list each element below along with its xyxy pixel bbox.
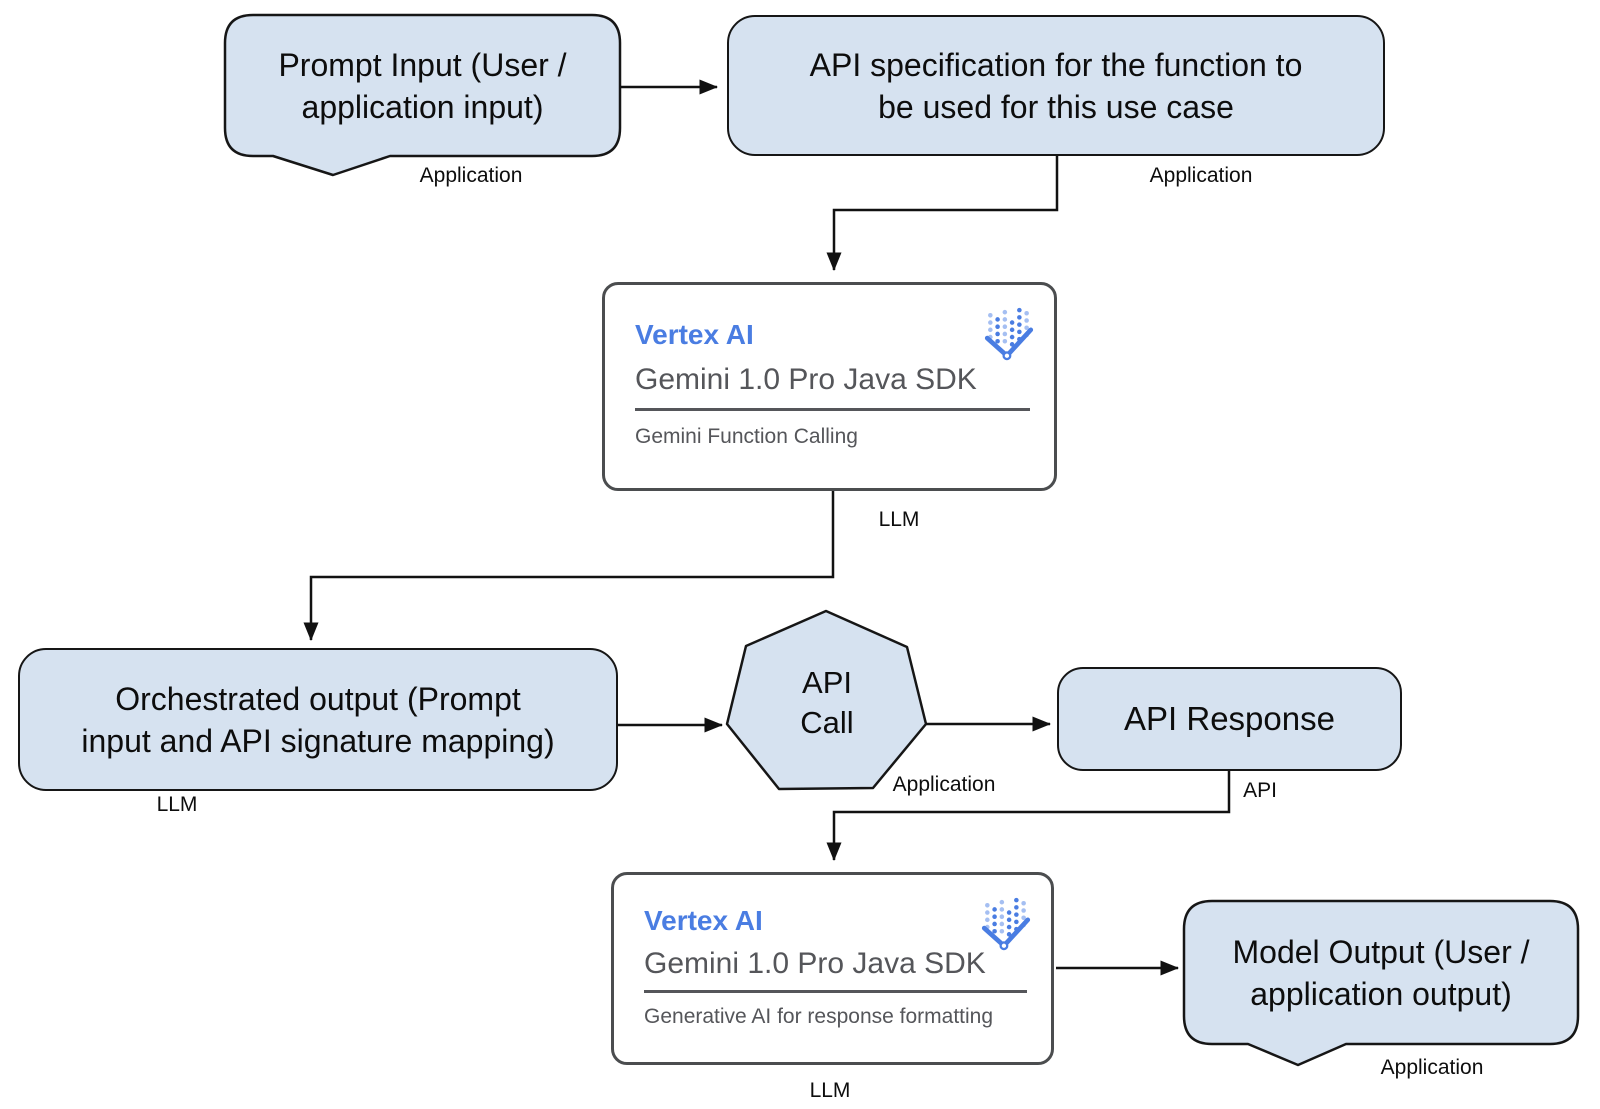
model-output-node-shape <box>1182 899 1580 1067</box>
connector-apispec-to-llm1 <box>826 156 1059 271</box>
orchestrated-output-node: Orchestrated output (Prompt input and AP… <box>18 648 618 791</box>
card-capability: Generative AI for response formatting <box>644 1005 994 1028</box>
api-spec-line2: be used for this use case <box>878 88 1234 125</box>
card-divider <box>635 408 1030 411</box>
prompt-input-tag: Application <box>419 164 523 187</box>
orchestrated-output-text: Orchestrated output (Prompt input and AP… <box>81 678 554 762</box>
vertex-ai-title: Vertex AI <box>644 905 763 936</box>
api-response-tag: API <box>1243 779 1277 802</box>
orchestrated-output-tag: LLM <box>156 793 198 816</box>
gemini-sdk-name: Gemini 1.0 Pro Java SDK <box>644 947 986 980</box>
api-spec-line1: API specification for the function to <box>809 46 1303 83</box>
card-divider <box>644 990 1027 993</box>
llm-card-response-formatting: Vertex AI Gemini 1.0 Pro Java SDK Genera… <box>611 872 1054 1065</box>
api-spec-text: API specification for the function to be… <box>810 44 1303 128</box>
orchestrated-line2: input and API signature mapping) <box>81 722 555 759</box>
card-capability: Gemini Function Calling <box>635 425 858 448</box>
connector-llm1-to-orchestrated <box>303 490 835 641</box>
api-response-text: API Response <box>1124 700 1335 737</box>
llm-card-function-calling: Vertex AI Gemini 1.0 Pro Java SDK Gemini… <box>602 282 1057 491</box>
api-call-node-shape <box>725 609 928 791</box>
api-call-tag: Application <box>892 773 996 796</box>
vertex-ai-icon <box>981 897 1031 951</box>
api-response-node: API Response <box>1057 667 1402 771</box>
gemini-sdk-name: Gemini 1.0 Pro Java SDK <box>635 363 977 396</box>
model-output-tag: Application <box>1380 1056 1484 1079</box>
api-spec-tag: Application <box>1149 164 1253 187</box>
orchestrated-line1: Orchestrated output (Prompt <box>115 680 521 717</box>
connector-apiresponse-to-llm2 <box>826 770 1231 861</box>
vertex-ai-icon <box>984 307 1034 361</box>
llm-card2-tag: LLM <box>809 1079 851 1102</box>
llm-card1-tag: LLM <box>878 508 920 531</box>
prompt-input-node-shape <box>223 13 622 177</box>
api-spec-node: API specification for the function to be… <box>727 15 1385 156</box>
vertex-ai-title: Vertex AI <box>635 319 754 350</box>
